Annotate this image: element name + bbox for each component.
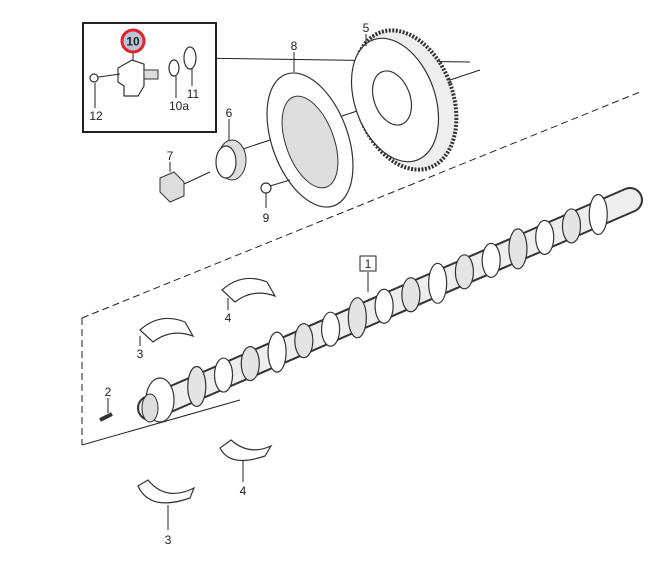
cam-lobe (508, 228, 528, 270)
callout-12[interactable]: 12 (89, 109, 103, 123)
callout-7[interactable]: 7 (167, 149, 174, 163)
cam-lobe (187, 365, 207, 408)
callout-4-bottom[interactable]: 4 (240, 484, 247, 498)
cam-lobe (213, 357, 234, 393)
callout-10a[interactable]: 10a (169, 99, 189, 113)
cam-lobe (347, 297, 367, 339)
cover-plate (266, 52, 354, 208)
camshaft (137, 187, 643, 423)
cam-lobe (561, 208, 582, 244)
cam-lobe (267, 331, 287, 373)
highlight-badge-10[interactable]: 10 (120, 28, 146, 54)
callout-10: 10 (126, 35, 140, 49)
camshaft-gear (350, 28, 459, 172)
callout-1-label: 1 (365, 257, 372, 271)
callout-2[interactable]: 2 (105, 385, 112, 399)
callout-4-top[interactable]: 4 (225, 311, 232, 325)
cam-lobe (374, 288, 394, 324)
callout-3-bottom[interactable]: 3 (165, 533, 172, 547)
cam-lobe (401, 277, 421, 313)
callout-5[interactable]: 5 (363, 21, 370, 35)
cam-lobe (240, 345, 260, 382)
cam-lobe (454, 254, 475, 290)
cam-lobe (535, 219, 555, 256)
bearing-shells (99, 277, 277, 530)
callout-8[interactable]: 8 (291, 39, 298, 53)
callout-9[interactable]: 9 (263, 211, 270, 225)
callout-1[interactable]: 1 (359, 255, 377, 272)
sensor-inset: 10 12 10a 11 (82, 22, 217, 133)
cam-lobe (320, 311, 341, 347)
cam-lobe (481, 242, 501, 278)
callout-11[interactable]: 11 (187, 87, 200, 101)
cam-lobe (588, 193, 608, 236)
callout-6[interactable]: 6 (226, 106, 233, 120)
highlight-ring (120, 28, 146, 54)
callout-3-top[interactable]: 3 (137, 347, 144, 361)
cam-lobe (294, 323, 314, 359)
small-parts (159, 119, 291, 208)
cam-lobe (428, 262, 448, 304)
